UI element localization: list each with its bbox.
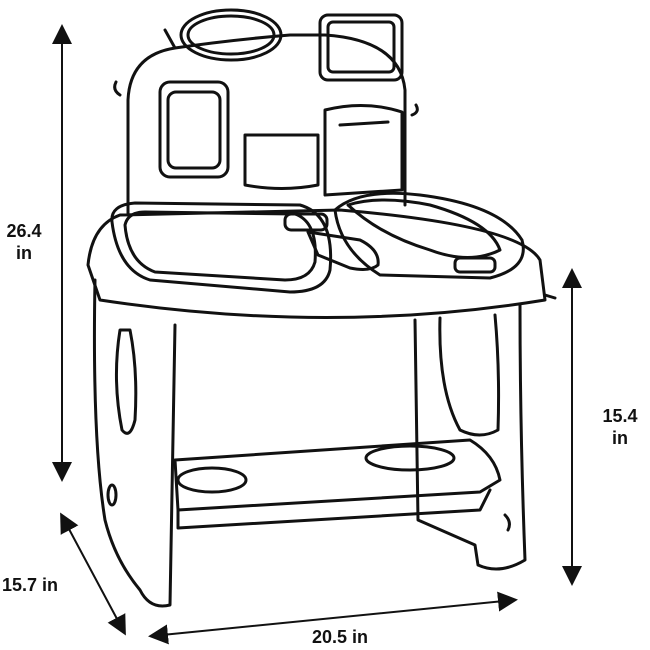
height-total-label: 26.4 in [0, 220, 48, 264]
backboard [113, 8, 419, 217]
width-arrow [148, 591, 518, 645]
legs [92, 278, 527, 608]
height-table-unit: in [612, 428, 628, 448]
depth-arrow [60, 512, 126, 636]
width-label: 20.5 in [311, 627, 369, 647]
height-total-value: 26.4 [6, 221, 42, 241]
height-total-unit: in [16, 243, 32, 263]
bottom-shelf [173, 438, 502, 530]
depth-label: 15.7 in [2, 575, 59, 595]
height-table-value: 15.4 [602, 406, 638, 426]
table-top [86, 191, 557, 319]
height-table-label: 15.4 in [596, 405, 644, 449]
